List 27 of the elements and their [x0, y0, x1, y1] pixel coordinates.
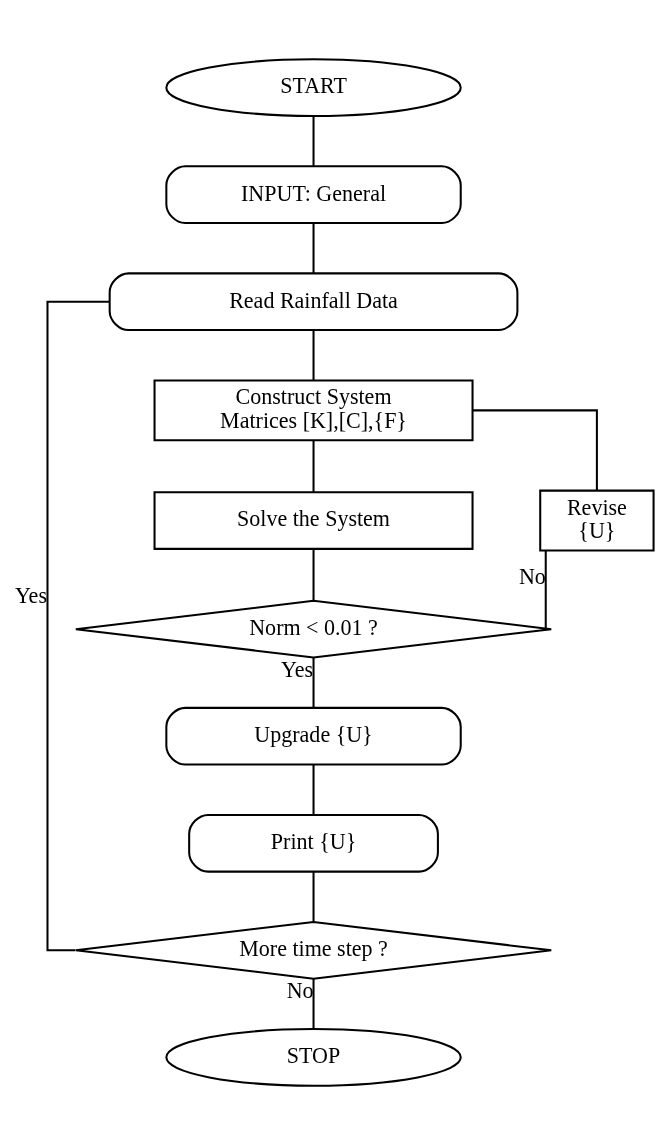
node-box: Upgrade {U}	[165, 706, 462, 766]
connector	[312, 979, 315, 1029]
connector	[312, 223, 315, 273]
node-ellipse: STOP	[165, 1028, 462, 1087]
connector	[312, 116, 315, 166]
edge-label: No	[286, 977, 314, 1003]
edge-label: Yes	[280, 656, 314, 682]
edge-label: Yes	[14, 583, 47, 609]
node-box: Construct System Matrices [K],[C],{F}	[153, 379, 474, 442]
connector	[312, 330, 315, 381]
connector	[472, 409, 598, 491]
node-box: INPUT: General	[165, 165, 462, 225]
connector	[312, 657, 315, 708]
node-box: Revise {U}	[539, 489, 655, 552]
connector	[544, 550, 547, 629]
node-box: Solve the System	[153, 491, 474, 550]
connector	[46, 300, 110, 952]
node-box: Print {U}	[188, 813, 439, 873]
edge-label: No	[518, 563, 546, 589]
connector	[312, 440, 315, 492]
node-diamond: Norm < 0.01 ?	[74, 599, 553, 659]
connector	[312, 871, 315, 922]
node-box: Read Rainfall Data	[108, 272, 519, 332]
node-diamond: More time step ?	[74, 920, 553, 980]
connector	[312, 764, 315, 815]
connector	[312, 549, 315, 601]
node-ellipse: START	[165, 58, 462, 117]
